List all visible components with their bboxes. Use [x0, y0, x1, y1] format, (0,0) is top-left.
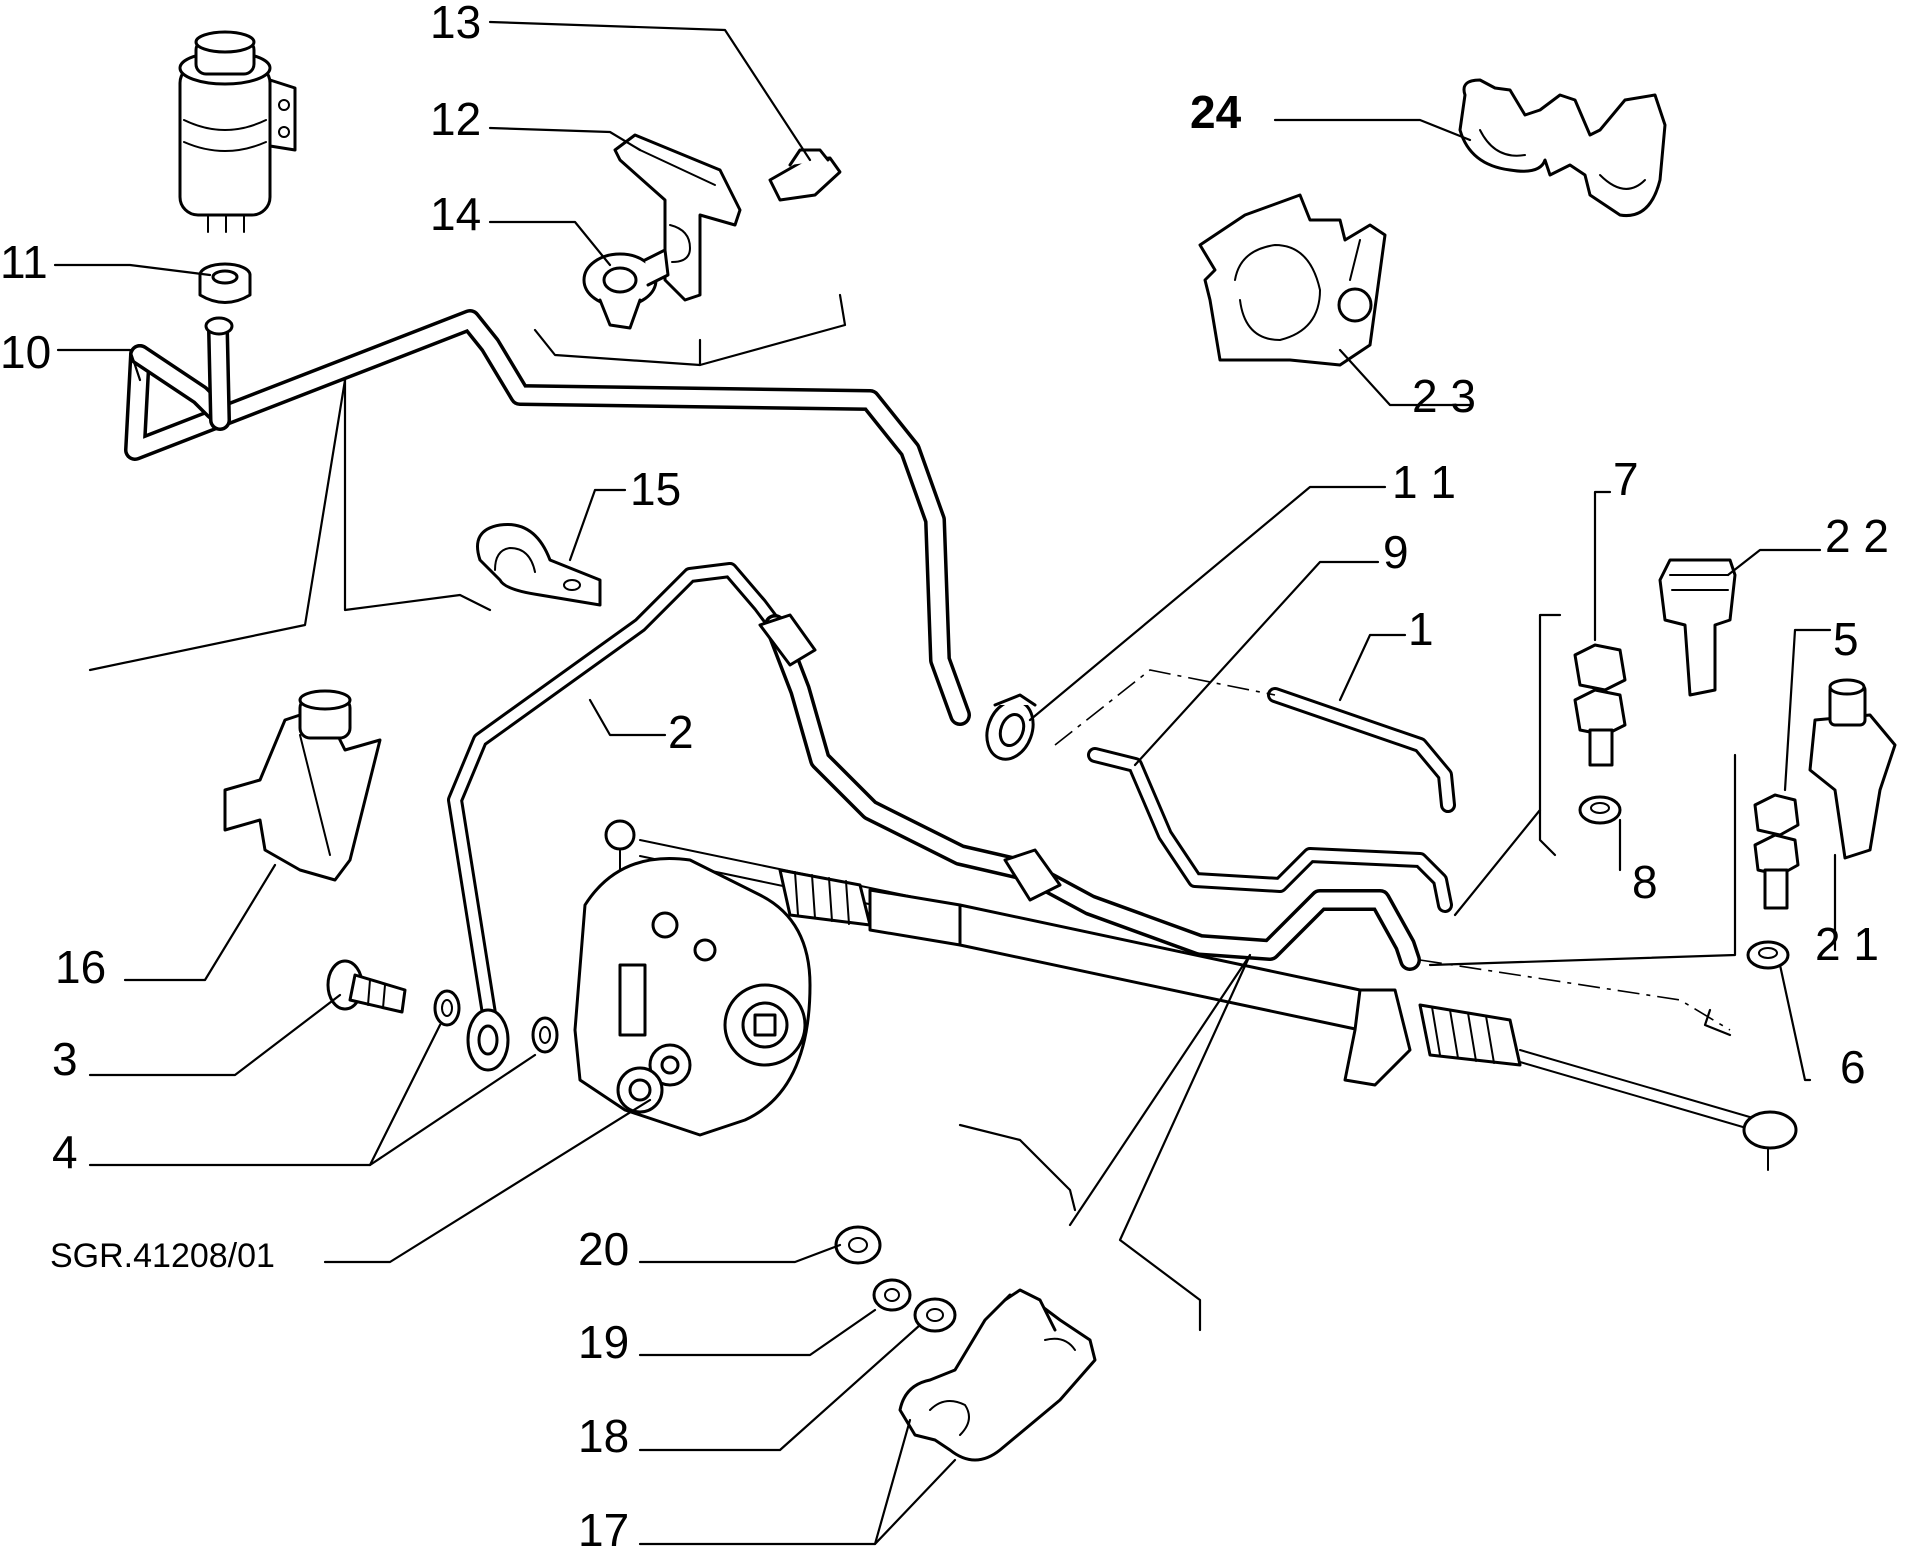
hose-clamp-11-top	[198, 262, 252, 304]
clip-14	[582, 248, 670, 330]
callout-11-top: 11	[0, 236, 48, 288]
callout-14: 14	[430, 188, 481, 240]
sealing-washer-4b	[531, 1016, 559, 1054]
callout-16: 16	[55, 941, 106, 993]
callout-13: 13	[430, 0, 481, 48]
spring-washer-19	[872, 1278, 912, 1312]
callout-10: 10	[0, 326, 51, 378]
union-21	[1808, 678, 1897, 860]
power-steering-pump	[573, 856, 812, 1137]
pressure-hose-main	[758, 613, 1421, 971]
callout-21: 2 1	[1815, 918, 1879, 970]
leader-lines	[53, 20, 1837, 1546]
union-5	[1753, 793, 1800, 910]
sealing-washer-4a	[433, 989, 461, 1027]
callout-1: 1	[1408, 603, 1434, 655]
callout-20: 20	[578, 1223, 629, 1275]
union-22	[1658, 558, 1737, 697]
alignment-lines	[1054, 669, 1731, 1031]
callout-5: 5	[1833, 613, 1859, 665]
bracket-12	[613, 133, 742, 302]
callout-23: 2 3	[1412, 370, 1476, 422]
callout-11-mid: 1 1	[1392, 456, 1456, 508]
washer-8	[1578, 795, 1622, 825]
callout-19: 19	[578, 1316, 629, 1368]
callout-22: 2 2	[1825, 510, 1889, 562]
return-hose-10	[124, 309, 971, 726]
reference-code: SGR.41208/01	[50, 1237, 275, 1275]
callout-4: 4	[52, 1126, 78, 1178]
callout-18: 18	[578, 1410, 629, 1462]
hose-clamp-11-mid	[985, 693, 1037, 761]
banjo-bolt-3	[326, 959, 407, 1014]
washer-18	[913, 1297, 957, 1333]
callout-8: 8	[1632, 856, 1658, 908]
union-7	[1573, 643, 1627, 767]
washer-6	[1746, 940, 1790, 970]
callout-17: 17	[578, 1504, 629, 1548]
bracket-16	[223, 689, 382, 882]
clamp-23	[1198, 193, 1387, 367]
pressure-pipe-2	[447, 562, 783, 1072]
steering-rack	[604, 819, 1798, 1171]
fitting-13	[768, 148, 842, 202]
callout-2: 2	[668, 706, 694, 758]
callout-9: 9	[1383, 526, 1409, 578]
callout-15: 15	[630, 463, 681, 515]
pipe-9	[1087, 747, 1453, 913]
pipe-1	[1267, 687, 1456, 813]
bracket-17	[898, 1288, 1097, 1462]
p-clamp-15	[476, 522, 602, 607]
double-clip-24	[1458, 78, 1667, 218]
callout-12: 12	[430, 93, 481, 145]
callout-7: 7	[1613, 453, 1639, 505]
callout-3: 3	[52, 1033, 78, 1085]
nut-20	[834, 1225, 882, 1265]
callout-6: 6	[1840, 1041, 1866, 1093]
callout-24: 24	[1190, 86, 1242, 138]
fluid-reservoir	[178, 30, 297, 233]
